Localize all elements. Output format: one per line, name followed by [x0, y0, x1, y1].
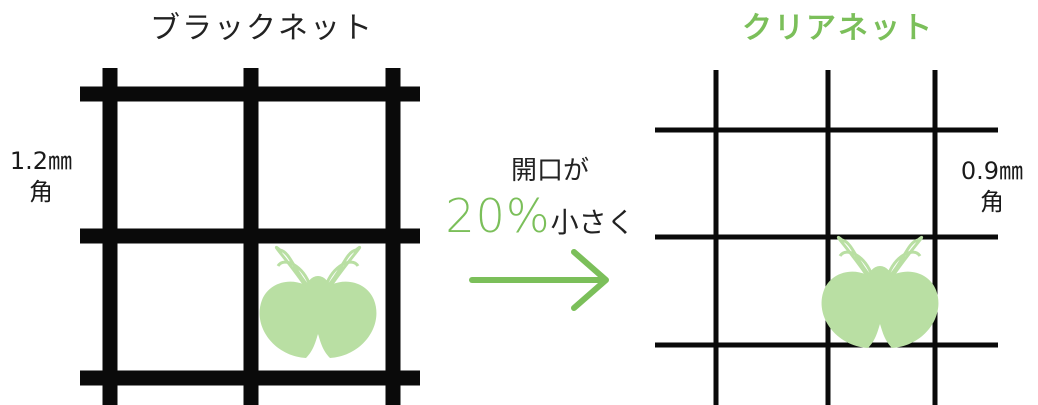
clear-net-title: クリアネット	[742, 11, 934, 46]
right-arrow-icon	[469, 249, 609, 311]
black-net-grid	[80, 68, 420, 405]
comparison-percent: 20%	[445, 189, 551, 243]
black-net-title: ブラックネット	[150, 11, 374, 46]
black-net-mesh-label: 1.2㎜ 角	[6, 146, 76, 208]
moth-icon-clear-net	[821, 236, 939, 348]
comparison-line2: 小さく	[550, 206, 635, 239]
opening-comparison: 開口が 20%小さく	[430, 150, 650, 243]
black-net-mesh-unit: 角	[29, 178, 53, 207]
comparison-line2-wrap: 20%小さく	[430, 189, 650, 243]
clear-net-mesh-label: 0.9㎜ 角	[952, 156, 1032, 218]
black-net-mesh-size: 1.2㎜	[9, 147, 73, 175]
clear-net-mesh-unit: 角	[980, 188, 1004, 217]
comparison-line1: 開口が	[510, 156, 589, 186]
clear-net-grid	[655, 70, 998, 405]
moth-icon	[259, 246, 377, 358]
clear-net-mesh-size: 0.9㎜	[960, 157, 1024, 185]
